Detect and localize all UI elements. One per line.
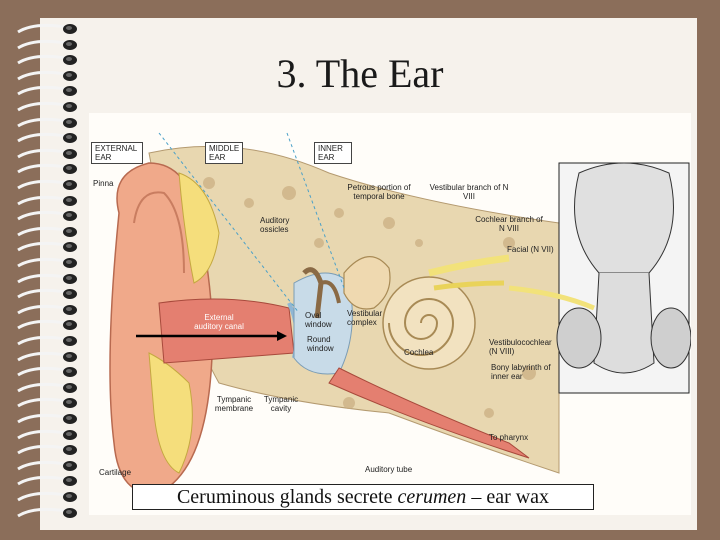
binding-ring (14, 318, 78, 332)
binding-ring (14, 256, 78, 270)
caption-text-start: Ceruminous glands secrete (176, 486, 398, 508)
caption-text-end: – ear wax (466, 486, 550, 508)
binding-ring (14, 303, 78, 317)
label-vestibular-branch: Vestibular branch of N VIII (429, 183, 509, 201)
binding-ring (14, 225, 78, 239)
label-cochlea: Cochlea (404, 348, 434, 357)
binding-ring (14, 100, 78, 114)
binding-ring (14, 131, 78, 145)
binding-ring (14, 412, 78, 426)
label-round-window: Round window (307, 335, 334, 353)
binding-ring (14, 474, 78, 488)
label-oval-window: Oval window (305, 311, 332, 329)
binding-ring (14, 272, 78, 286)
binding-ring (14, 396, 78, 410)
ear-anatomy-figure: EXTERNAL EAR MIDDLE EAR INNER EAR Pinna … (89, 113, 691, 515)
binding-ring (14, 287, 78, 301)
label-pinna: Pinna (93, 179, 114, 188)
region-label-external: EXTERNAL EAR (91, 142, 143, 164)
binding-ring (14, 116, 78, 130)
label-cartilage: Cartilage (99, 468, 132, 477)
binding-ring (14, 334, 78, 348)
binding-ring (14, 490, 78, 504)
binding-ring (14, 209, 78, 223)
binding-ring (14, 506, 78, 520)
region-label-inner: INNER EAR (314, 142, 352, 164)
label-cochlear-branch: Cochlear branch of N VIII (475, 215, 543, 233)
binding-ring (14, 350, 78, 364)
ear-illustration (109, 132, 691, 495)
label-external-canal: External auditory canal (194, 313, 244, 331)
label-vestibular-complex: Vestibular complex (347, 309, 383, 327)
binding-ring (14, 84, 78, 98)
label-vestibulocochlear: Vestibulocochlear (N VIII) (489, 338, 552, 356)
label-tympanic-cavity: Tympanic cavity (263, 395, 299, 413)
label-auditory-ossicles: Auditory ossicles (260, 216, 290, 234)
label-tympanic-membrane: Tympanic membrane (214, 395, 254, 413)
region-label-middle: MIDDLE EAR (205, 142, 243, 164)
binding-ring (14, 240, 78, 254)
binding-ring (14, 69, 78, 83)
label-petrous: Petrous portion of temporal bone (347, 183, 411, 201)
label-facial: Facial (N VII) (507, 245, 554, 254)
binding-ring (14, 459, 78, 473)
caption-box: Ceruminous glands secrete cerumen – ear … (132, 484, 594, 510)
binding-ring (14, 147, 78, 161)
binding-ring (14, 428, 78, 442)
binding-ring (14, 194, 78, 208)
slide-title: 3. The Ear (276, 51, 444, 96)
binding-ring (14, 38, 78, 52)
caption-emphasis: cerumen (397, 486, 467, 508)
binding-ring (14, 365, 78, 379)
binding-ring (14, 53, 78, 67)
label-to-pharynx: To pharynx (489, 433, 529, 442)
binding-ring (14, 381, 78, 395)
label-bony-labyrinth: Bony labyrinth of inner ear (491, 363, 551, 381)
binding-ring (14, 443, 78, 457)
binding-ring (14, 22, 78, 36)
binding-ring (14, 178, 78, 192)
label-auditory-tube: Auditory tube (365, 465, 413, 474)
binding-ring (14, 162, 78, 176)
